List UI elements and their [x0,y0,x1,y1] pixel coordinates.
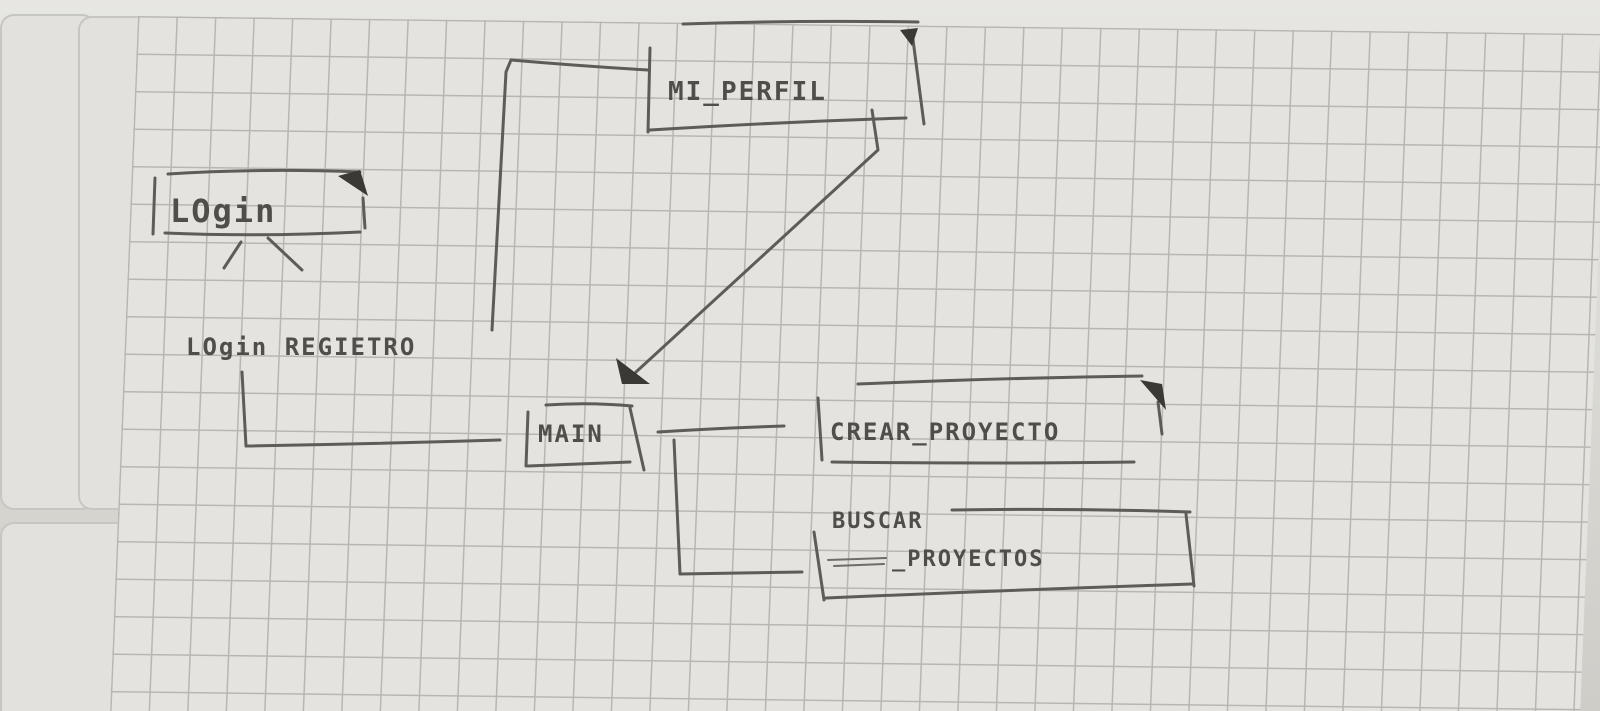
node-buscar-proyectos-border [812,507,1196,602]
arrowhead-icon [616,358,650,384]
node-buscar-proyectos-label-top: BUSCAR [832,509,923,534]
node-login-label: LOgin [170,192,276,230]
edge-registro-to-perfil [490,58,650,332]
node-login-border [151,168,367,237]
node-login-corner-mark [338,170,368,196]
edge-registro-to-main [240,370,502,448]
edge-login-branch [222,236,304,272]
node-buscar-proyectos: BUSCAR _PROYECTOS [812,507,1196,602]
edge-main-to-buscar [672,438,804,576]
edge-perfil-to-main [616,108,880,384]
node-login: LOgin [151,168,368,237]
node-login-registro-label: LOgin REGIETRO [186,333,416,361]
node-main-label: MAIN [538,420,604,448]
node-mi-perfil-border [646,19,926,134]
strikethrough-mark [827,557,887,567]
node-crear-proyecto-corner-mark [1140,380,1166,410]
node-buscar-proyectos-label-bottom: _PROYECTOS [892,547,1044,572]
node-main: MAIN [524,402,646,472]
node-crear-proyecto-label: CREAR_PROYECTO [830,418,1060,446]
node-mi-perfil-corner-mark [900,28,918,46]
edge-main-to-crear [656,424,786,434]
node-mi-perfil-label: MI_PERFIL [668,77,827,107]
node-crear-proyecto-border [816,374,1164,465]
node-mi-perfil: MI_PERFIL [646,19,926,134]
node-crear-proyecto: CREAR_PROYECTO [816,374,1166,465]
node-main-border [524,402,646,472]
